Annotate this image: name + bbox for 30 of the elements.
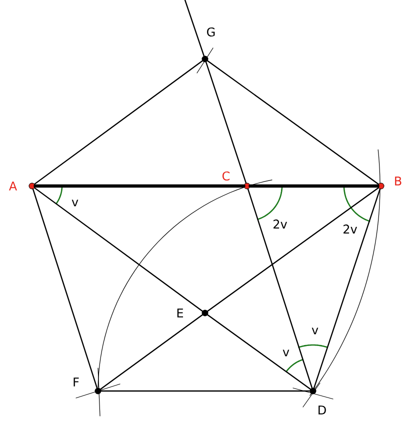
point-label: E [177, 308, 184, 318]
angle-label: v [282, 350, 290, 356]
point-label: F [74, 378, 79, 386]
line-segment [313, 188, 381, 389]
angle-label: 2v [274, 220, 288, 228]
line-segment [248, 184, 380, 188]
point-label: B [395, 176, 402, 186]
line-segment [205, 61, 247, 184]
angle-label: 2v [344, 224, 358, 234]
line-segment [184, 0, 205, 57]
point [94, 388, 102, 394]
point [310, 388, 316, 394]
line-segment [207, 314, 311, 390]
line-segment [32, 188, 98, 389]
line-segment [207, 60, 379, 185]
line-segment [247, 188, 313, 389]
point [202, 56, 208, 62]
line-segment [100, 314, 203, 390]
point [202, 310, 208, 316]
line-segment [34, 184, 246, 188]
point-label: G [207, 27, 215, 37]
point-label: C [222, 171, 230, 181]
line-segment [207, 187, 379, 312]
angle-label: v [72, 200, 78, 206]
point-label: D [318, 406, 326, 414]
point-label: A [9, 182, 17, 190]
angle-label: v [312, 328, 318, 334]
line-segment [34, 187, 203, 312]
line-segment [34, 60, 203, 185]
line-segment [100, 390, 310, 392]
